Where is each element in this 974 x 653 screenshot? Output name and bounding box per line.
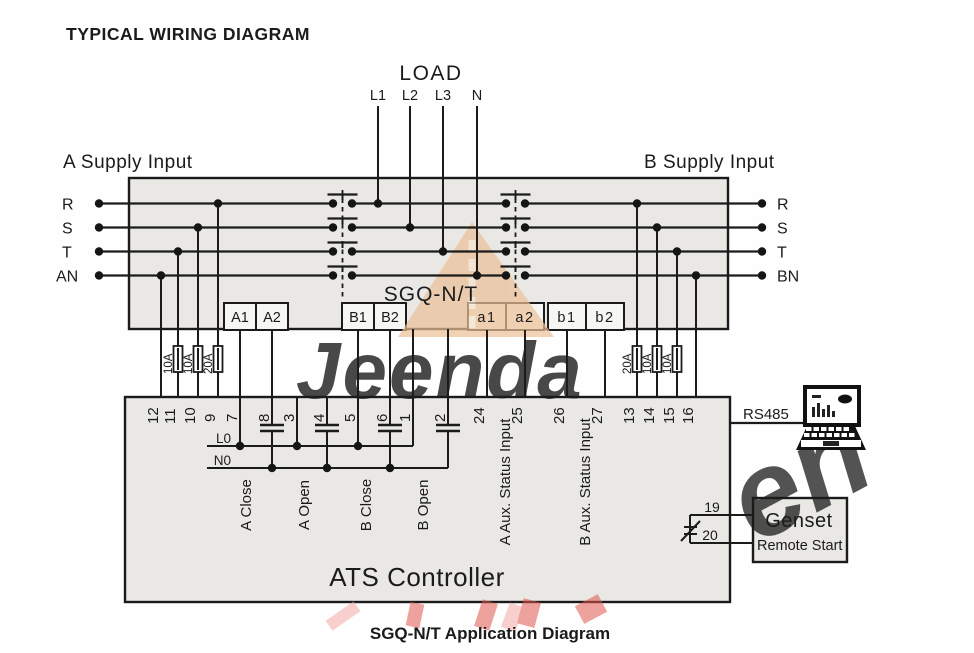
terminal-number: 5: [342, 414, 359, 422]
supply-b-label: B Supply Input: [644, 152, 775, 173]
fuse-label: 20A: [203, 353, 215, 374]
remote-terminal-20: 20: [702, 527, 718, 543]
phase-labels-right: R S T BN: [777, 197, 799, 286]
caption: SGQ-N/T Application Diagram: [370, 624, 610, 643]
control-wires: [207, 329, 606, 473]
contactor-a: [327, 190, 358, 300]
block-label-b1: b1: [557, 310, 576, 326]
contactor-b: [500, 190, 531, 300]
genset-title: Genset: [765, 510, 832, 532]
fuse-icon: [172, 345, 683, 373]
terminal-number: 6: [374, 414, 391, 422]
load-wire-n: N: [472, 88, 482, 104]
terminal-number: 12: [145, 407, 162, 424]
genset-remote-wires: [680, 514, 753, 544]
terminal-number: 3: [281, 414, 298, 422]
load-wire-l3: L3: [435, 88, 451, 104]
phase-right-bn: BN: [777, 269, 799, 286]
phase-left-r: R: [62, 197, 74, 214]
block-label-a1: a1: [477, 310, 496, 326]
terminal-number: 7: [224, 414, 241, 422]
terminal-number: 16: [680, 407, 697, 424]
block-label-A1: A1: [231, 310, 249, 326]
terminal-number: 2: [432, 414, 449, 422]
block-label-B1: B1: [349, 310, 367, 326]
block-label-a2: a2: [515, 310, 534, 326]
relay-contact-icon: [680, 520, 701, 542]
terminal-number: 11: [162, 408, 179, 424]
terminal-number: 15: [661, 407, 678, 424]
load-feeder-lines: [373, 106, 482, 280]
terminal-number: 8: [256, 414, 273, 422]
phase-right-r: R: [777, 197, 789, 214]
page-title: TYPICAL WIRING DIAGRAM: [66, 24, 310, 44]
output-label-a-open: A Open: [296, 480, 313, 530]
remote-terminal-19: 19: [704, 499, 720, 515]
bus-label-n0: N0: [214, 453, 231, 468]
block-b1: [547, 302, 587, 331]
controller-terminal-numbers: 12 11 10 9 7 8 3 4 5 6 1 2 24 25 26 27 1…: [145, 407, 697, 424]
terminal-number: 13: [621, 407, 638, 424]
device-label: SGQ-N/T: [384, 283, 479, 306]
load-wire-l1: L1: [370, 88, 386, 104]
load-label: LOAD: [399, 62, 462, 85]
block-label-B2: B2: [381, 310, 399, 326]
phase-left-t: T: [62, 245, 72, 262]
input-label-b-aux: B Aux. Status Input: [577, 417, 594, 545]
block-label-b2: b2: [595, 310, 614, 326]
terminal-number: 25: [509, 407, 526, 424]
terminal-number: 1: [397, 414, 414, 422]
device-block-labels: A1 A2 B1 B2 a1 a2 b1 b2: [231, 310, 614, 326]
watermark-red-shapes: [325, 594, 608, 632]
laptop-icon: [796, 385, 866, 450]
phase-right-s: S: [777, 221, 788, 238]
fuse-label: 10A: [163, 353, 175, 374]
terminal-number: 10: [182, 407, 199, 424]
load-wire-l2: L2: [402, 88, 418, 104]
output-label-a-close: A Close: [238, 479, 255, 531]
terminal-number: 9: [202, 414, 219, 422]
terminal-number: 14: [641, 407, 658, 424]
phase-left-an: AN: [56, 269, 78, 286]
fuse-labels: 10A 10A 20A 20A 10A 10A: [163, 353, 674, 374]
terminal-number: 26: [551, 407, 568, 424]
output-label-b-open: B Open: [415, 480, 432, 531]
rs485-label: RS485: [743, 406, 789, 423]
fuse-label: 10A: [662, 353, 674, 374]
phase-row-lines: [94, 199, 767, 280]
capacitor-icon: [260, 423, 460, 433]
phase-labels-left: R S T AN: [56, 197, 78, 286]
bus-label-l0: L0: [216, 431, 231, 446]
terminal-number: 4: [311, 414, 328, 422]
phase-right-t: T: [777, 245, 787, 262]
fuse-symbols: [172, 345, 683, 373]
fuse-label: 20A: [622, 353, 634, 374]
terminal-number: 24: [471, 407, 488, 424]
fuse-label: 10A: [183, 353, 195, 374]
fuse-label: 10A: [642, 353, 654, 374]
phase-left-s: S: [62, 221, 73, 238]
controller-input-labels: A Aux. Status Input B Aux. Status Input: [497, 417, 594, 545]
genset-subtitle: Remote Start: [757, 538, 842, 554]
watermark-main-text: Jeenda: [296, 326, 584, 415]
block-label-A2: A2: [263, 310, 281, 326]
controller-output-labels: A Close A Open B Close B Open: [238, 479, 432, 532]
terminal-number: 27: [589, 407, 606, 424]
supply-a-label: A Supply Input: [63, 152, 193, 173]
ats-controller-box: [123, 395, 732, 604]
genset-box: [751, 496, 849, 564]
input-label-a-aux: A Aux. Status Input: [497, 418, 514, 546]
output-label-b-close: B Close: [358, 479, 375, 532]
controller-label: ATS Controller: [329, 562, 505, 592]
